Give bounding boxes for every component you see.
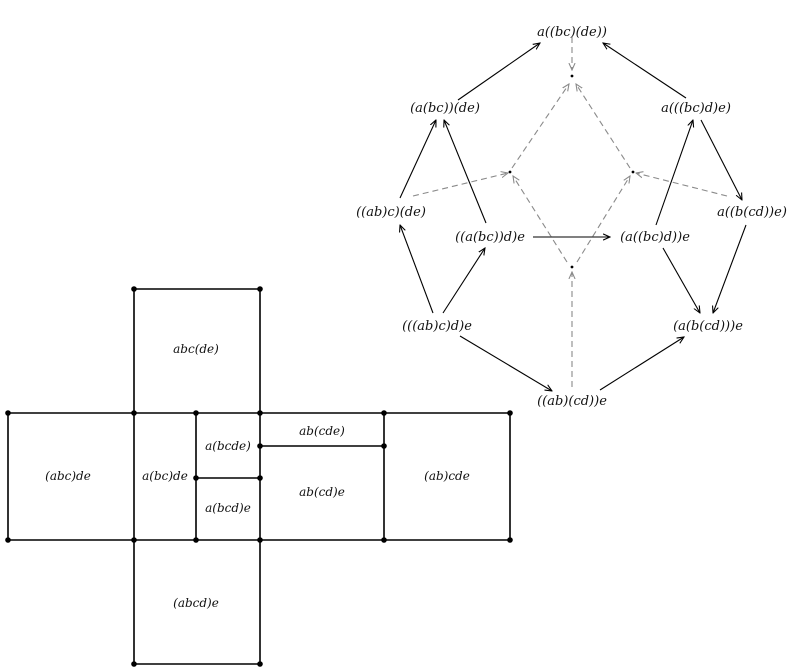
vertex-label: a(((bc)d)e) — [661, 101, 731, 116]
face-label: (abcd)e — [173, 596, 219, 610]
solid-arrows — [400, 43, 747, 391]
vertex-label: (a(b(cd)))e — [673, 319, 743, 334]
face-label: ab(cde) — [299, 424, 345, 438]
face-label: (abc)de — [45, 469, 91, 483]
face-label: ab(cd)e — [299, 485, 345, 499]
dashed-arrows — [412, 37, 728, 387]
vertex-labels: a((bc)(de)) (a(bc))(de) a(((bc)d)e) ((ab… — [356, 25, 787, 409]
face-label: a(bc)de — [142, 469, 188, 483]
vertex-label: (a(bc))(de) — [410, 101, 480, 116]
interior-dots — [508, 74, 635, 269]
vertex-label: ((ab)c)(de) — [356, 205, 426, 220]
vertex-label: a((b(cd))e) — [717, 205, 787, 220]
vertex-label: ((ab)(cd))e — [537, 394, 607, 409]
net-vertices — [5, 286, 513, 667]
vertex-label: (a((bc)d))e — [620, 230, 690, 245]
face-label: (ab)cde — [424, 469, 470, 483]
vertex-label: (((ab)c)d)e — [402, 319, 472, 334]
vertex-label: ((a(bc))d)e — [455, 230, 525, 245]
face-label: a(bcde) — [205, 439, 251, 453]
net-face-labels: abc(de) (abc)de a(bc)de a(bcde) a(bcd)e … — [45, 342, 470, 610]
associahedron-graph: a((bc)(de)) (a(bc))(de) a(((bc)d)e) ((ab… — [356, 25, 787, 409]
polyhedron-net: abc(de) (abc)de a(bc)de a(bcde) a(bcd)e … — [5, 286, 513, 667]
face-label: abc(de) — [173, 342, 219, 356]
face-label: a(bcd)e — [205, 501, 251, 515]
vertex-label: a((bc)(de)) — [537, 25, 607, 40]
